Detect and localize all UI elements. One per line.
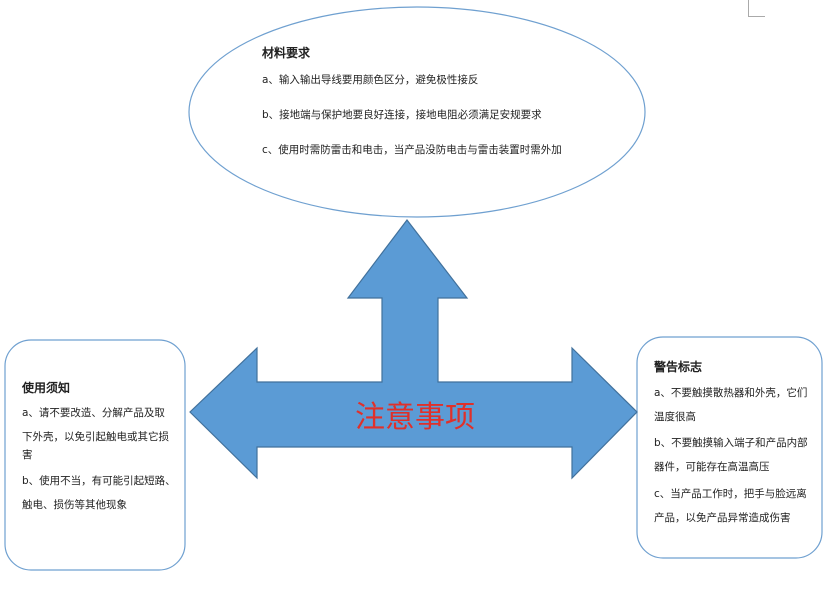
material-ellipse [188,6,646,218]
material-item-c: c、使用时需防雷击和电击，当产品没防电击与雷击装置时需外加 [262,144,562,156]
page-corner-mark [748,0,765,17]
usage-line: 触电、损伤等其他现象 [22,499,127,511]
usage-line: 下外壳，以免引起触电或其它损 [22,431,169,443]
warning-line: 器件，可能存在高温高压 [654,461,770,473]
usage-line: b、使用不当，有可能引起短路、 [22,475,176,487]
material-item-a: a、输入输出导线要用颜色区分，避免极性接反 [262,74,479,86]
warning-line: 产品，以免产品异常造成伤害 [654,512,791,524]
center-label: 注意事项 [355,400,475,435]
material-item-b: b、接地端与保护地要良好连接，接地电阻必须满足安规要求 [262,109,542,121]
warning-line: b、不要触摸输入端子和产品内部 [654,437,808,449]
warning-line: 温度很高 [654,411,696,423]
warning-title: 警告标志 [654,360,703,374]
usage-box [4,339,186,571]
warning-box [636,336,823,559]
three-way-arrow [189,219,638,480]
material-title: 材料要求 [262,46,311,60]
usage-title: 使用须知 [22,381,71,395]
usage-line: 害 [22,449,33,461]
usage-line: a、请不要改造、分解产品及取 [22,407,165,419]
warning-line: a、不要触摸散热器和外壳，它们 [654,387,808,399]
warning-line: c、当产品工作时，把手与脸远离 [654,488,807,500]
